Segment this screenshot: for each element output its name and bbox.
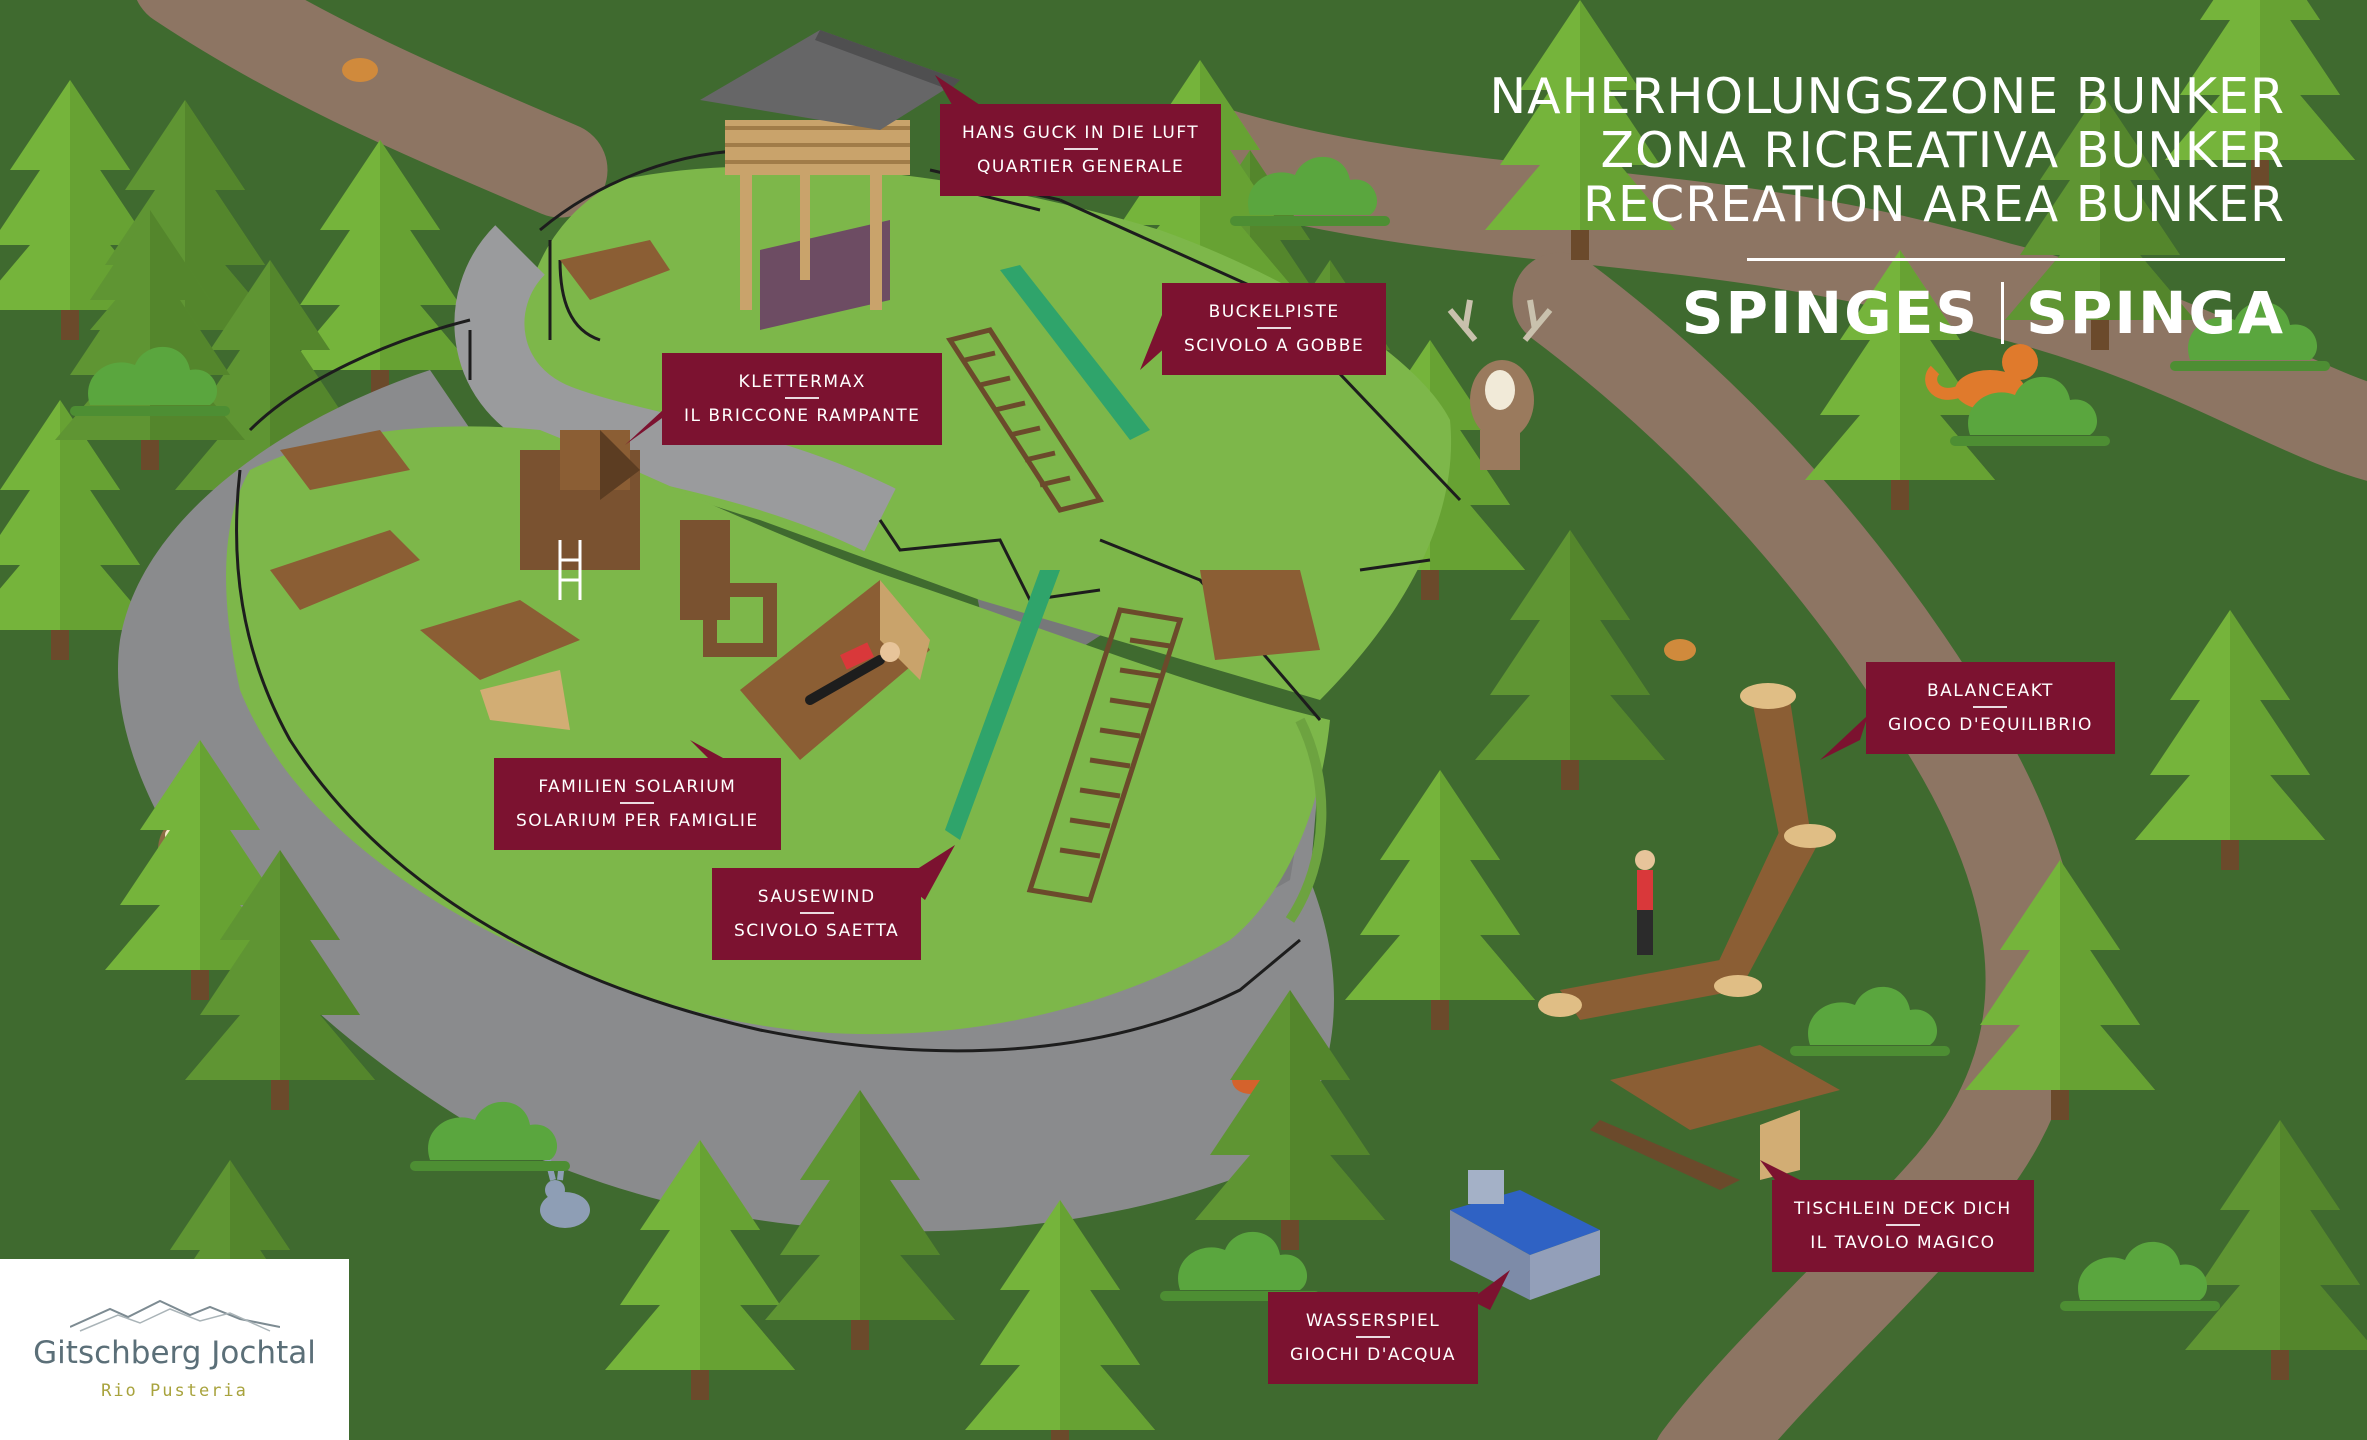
tower [700,30,960,330]
label-solarium-de: FAMILIEN SOLARIUM [516,770,759,804]
place-separator [2001,282,2005,344]
label-fast-slide-it: SCIVOLO SAETTA [734,921,900,941]
logo: Gitschberg Jochtal Rio Pusteria [0,1259,349,1440]
stairs [946,327,1184,903]
title-divider [1747,258,2285,261]
label-tower-de: HANS GUCK IN DIE LUFT [962,116,1199,150]
label-fast-slide-de: SAUSEWIND [734,880,899,914]
label-balance-it: GIOCO D'EQUILIBRIO [1888,715,2093,735]
place-name: SPINGES SPINGA [1490,279,2286,347]
balance-beam [1538,683,1836,1020]
label-balance-de: BALANCEAKT [1888,674,2093,708]
label-climber-de: KLETTERMAX [684,365,920,399]
title-line-de: NAHERHOLUNGSZONE BUNKER [1489,68,2285,125]
title-block: NAHERHOLUNGSZONE BUNKER ZONA RICREATIVA … [1489,68,2286,347]
slides [945,265,1150,840]
logo-name: Gitschberg Jochtal [33,1335,316,1371]
label-climber[interactable]: KLETTERMAX IL BRICCONE RAMPANTE [662,353,943,445]
place-name-de: SPINGES [1681,279,1980,347]
title-line-it: ZONA RICREATIVA BUNKER [1600,122,2285,179]
label-solarium-it: SOLARIUM PER FAMIGLIE [516,811,759,831]
label-bumpy-slide[interactable]: BUCKELPISTE SCIVOLO A GOBBE [1162,283,1387,375]
title-line-en: RECREATION AREA BUNKER [1582,176,2285,233]
label-tower-it: QUARTIER GENERALE [976,157,1185,177]
label-table-de: TISCHLEIN DECK DICH [1794,1192,2012,1226]
label-balance[interactable]: BALANCEAKT GIOCO D'EQUILIBRIO [1866,662,2115,754]
place-name-it: SPINGA [2026,279,2285,347]
label-bumpy-slide-de: BUCKELPISTE [1184,295,1364,329]
label-solarium[interactable]: FAMILIEN SOLARIUM SOLARIUM PER FAMIGLIE [494,758,781,850]
label-climber-it: IL BRICCONE RAMPANTE [684,406,921,426]
sun-lounger [740,580,930,760]
label-bumpy-slide-it: SCIVOLO A GOBBE [1184,336,1365,356]
label-water[interactable]: WASSERSPIEL GIOCHI D'ACQUA [1268,1292,1479,1384]
bird-icon [342,58,1696,661]
climber-structure [520,430,777,657]
label-table[interactable]: TISCHLEIN DECK DICH IL TAVOLO MAGICO [1772,1180,2034,1272]
benches [270,240,1320,730]
label-tower[interactable]: HANS GUCK IN DIE LUFT QUARTIER GENERALE [940,104,1222,196]
label-water-de: WASSERSPIEL [1290,1304,1456,1338]
picnic-table [1590,1045,1840,1190]
logo-subtitle: Rio Pusteria [101,1381,248,1401]
deer-icon [1447,299,1553,470]
mountain-icon [70,1299,280,1332]
label-water-it: GIOCHI D'ACQUA [1290,1345,1457,1365]
label-table-it: IL TAVOLO MAGICO [1810,1233,1996,1253]
water-fountain [1450,1170,1600,1300]
label-fast-slide[interactable]: SAUSEWIND SCIVOLO SAETTA [712,868,922,960]
